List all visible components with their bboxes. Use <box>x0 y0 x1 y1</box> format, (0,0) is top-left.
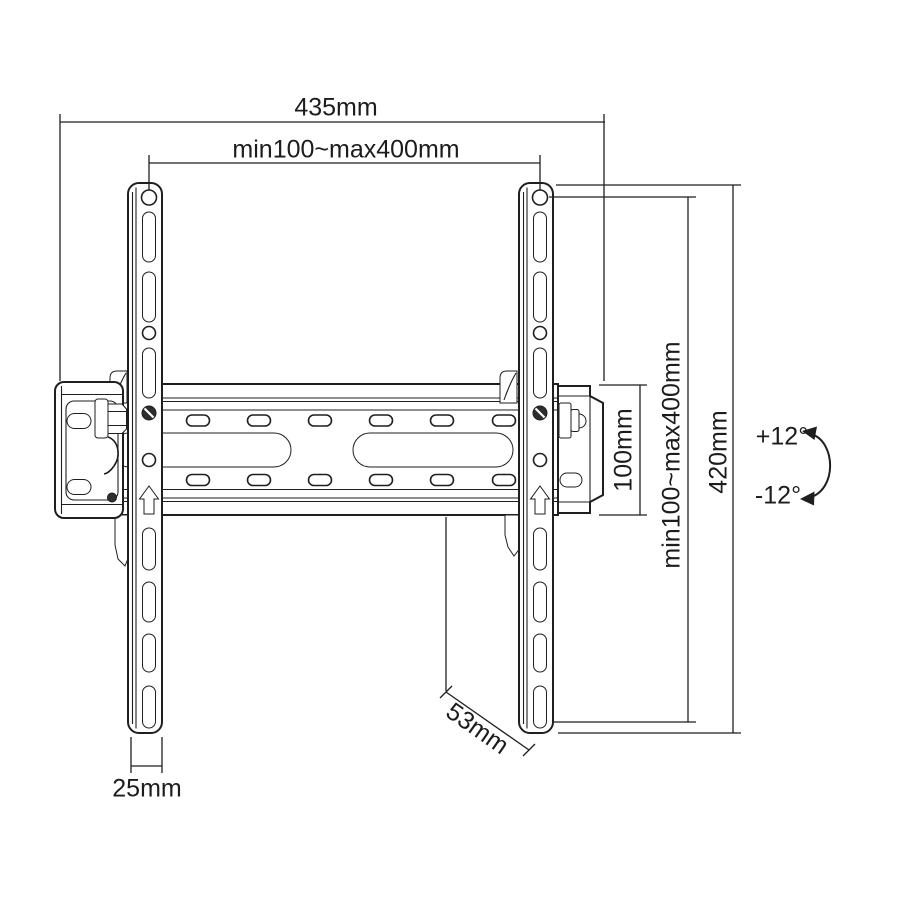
dim-overall-height-label: 420mm <box>704 410 733 494</box>
dim-plate-height <box>599 384 647 516</box>
plate-long-slot-right <box>352 432 514 468</box>
right-end-bracket <box>557 385 604 514</box>
dim-arm-width <box>130 737 163 773</box>
dimension-lines <box>59 114 741 773</box>
tilt-down-arrow-icon <box>800 491 815 506</box>
left-bracket-hole-top <box>66 413 92 429</box>
tilt-up-label: +12° <box>755 422 809 451</box>
dim-arm-width-label: 25mm <box>112 774 182 803</box>
dim-vesa-width-range-label: min100~max400mm <box>232 135 460 164</box>
dim-vesa-height-range-label: min100~max400mm <box>657 341 686 569</box>
right-vesa-arm <box>517 181 555 735</box>
right-bracket-hole <box>559 472 583 488</box>
left-bracket-screw <box>107 492 117 503</box>
dim-depth <box>439 517 536 757</box>
dim-overall-width <box>59 114 605 381</box>
wall-plate <box>94 383 559 516</box>
tilt-knob-right <box>558 402 587 439</box>
dim-overall-width-label: 435mm <box>294 93 378 122</box>
left-vesa-arm <box>126 181 164 735</box>
dim-plate-height-label: 100mm <box>609 408 638 492</box>
dim-vesa-height <box>549 196 696 723</box>
left-end-bracket <box>54 381 127 519</box>
plate-top-holes <box>185 414 517 427</box>
dim-overall-height <box>556 184 741 734</box>
left-bracket-hole-bottom <box>66 479 92 495</box>
tilt-down-label: -12° <box>754 481 802 510</box>
plate-bottom-holes <box>185 473 517 487</box>
tilt-arc <box>800 426 831 506</box>
dim-vesa-width <box>148 155 541 190</box>
tilt-knob-left <box>94 398 127 475</box>
tilt-up-arrow-icon <box>802 426 817 440</box>
